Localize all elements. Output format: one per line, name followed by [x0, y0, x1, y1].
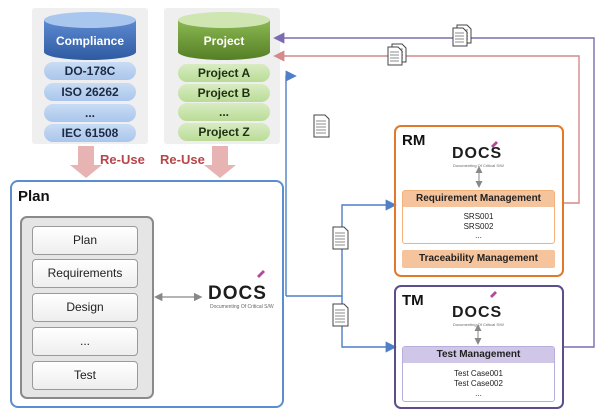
test-item: Test Case002 — [454, 379, 503, 388]
blue-line-to-rm — [286, 199, 397, 297]
document-icon — [452, 24, 472, 47]
requirement-management-header: Requirement Management — [403, 191, 554, 207]
rm-title: RM — [402, 132, 426, 149]
compliance-title: Compliance — [55, 34, 124, 48]
document-icon — [313, 114, 330, 138]
reuse-label-project: Re-Use — [160, 152, 205, 167]
project-title: Project — [203, 34, 245, 48]
reuse-label-compliance: Re-Use — [100, 152, 145, 167]
docs-tagline: Documenting Of Critical S/W — [210, 304, 274, 310]
docs-logo: DOCS — [452, 304, 503, 321]
project-item: ... — [178, 103, 270, 121]
requirement-item: ... — [475, 231, 482, 240]
reuse-arrow-compliance — [70, 146, 102, 178]
docs-logo: DOCS — [452, 145, 503, 162]
compliance-item: IEC 61508 — [44, 124, 136, 142]
compliance-item: ISO 26262 — [44, 83, 136, 101]
requirement-item: SRS001 — [463, 212, 494, 221]
compliance-item: ... — [44, 104, 136, 122]
project-item: Project B — [178, 84, 270, 102]
plan-item-design: Design — [32, 293, 138, 322]
plan-item-test: Test — [32, 361, 138, 390]
plan-item-ellipsis: ... — [32, 327, 138, 356]
plan-item-plan: Plan — [32, 226, 138, 255]
pink-line-rm-to-project — [273, 50, 580, 204]
tm-panel — [394, 285, 564, 409]
plan-item-requirements: Requirements — [32, 259, 138, 288]
blue-line-to-project — [285, 70, 297, 296]
test-management-header: Test Management — [403, 347, 554, 363]
tm-title: TM — [402, 292, 424, 309]
document-icon — [332, 226, 349, 250]
reuse-arrow-project — [204, 146, 236, 178]
rm-panel — [394, 125, 564, 277]
test-item: ... — [475, 389, 482, 398]
docs-logo: DOCS — [208, 283, 267, 304]
test-item: Test Case001 — [454, 369, 503, 378]
docs-tagline: Documenting Of Critical S/W — [453, 163, 504, 168]
plan-title: Plan — [18, 188, 50, 205]
compliance-item: DO-178C — [44, 62, 136, 80]
docs-tagline: Documenting Of Critical S/W — [453, 322, 504, 327]
requirement-item: SRS002 — [463, 222, 494, 231]
plan-panel — [10, 180, 284, 408]
project-item: Project Z — [178, 123, 270, 141]
document-icon — [332, 303, 349, 327]
document-icon — [387, 43, 407, 66]
purple-line-tm-to-project — [273, 32, 595, 348]
project-item: Project A — [178, 64, 270, 82]
traceability-management: Traceability Management — [402, 250, 555, 268]
